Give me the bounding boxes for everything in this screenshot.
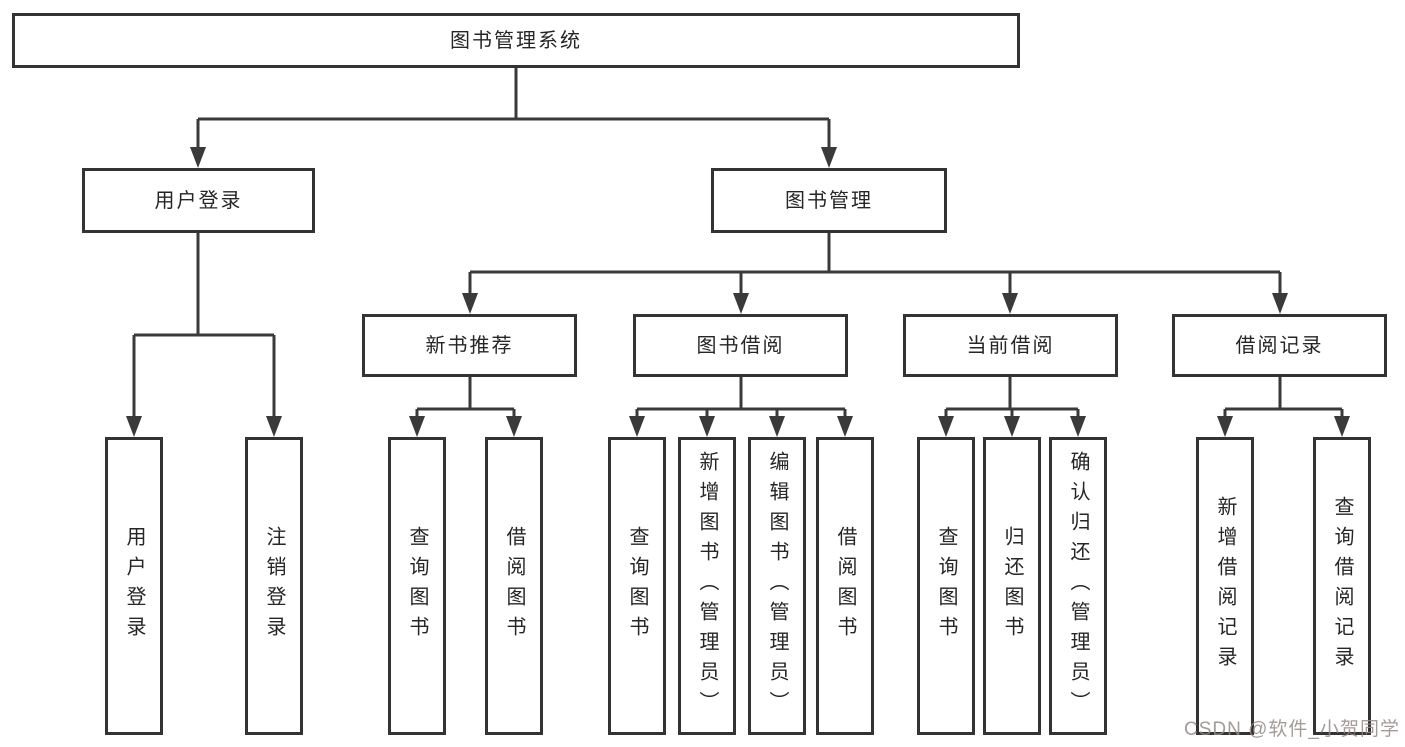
leaf-user-login-label: 用户登录 — [123, 526, 145, 646]
node-root: 图书管理系统 — [12, 13, 1020, 68]
leaf-borrow-books-recommend-label: 借阅图书 — [503, 526, 525, 646]
leaf-logout: 注销登录 — [245, 437, 303, 735]
node-user-login: 用户登录 — [82, 168, 315, 233]
leaf-user-login: 用户登录 — [105, 437, 163, 735]
leaf-add-borrow-record-label: 新增借阅记录 — [1214, 496, 1236, 676]
leaf-query-books-recommend-label: 查询图书 — [406, 526, 428, 646]
node-borrowing-records: 借阅记录 — [1172, 314, 1387, 377]
leaf-borrow-books-recommend: 借阅图书 — [485, 437, 543, 735]
leaf-query-books-recommend: 查询图书 — [388, 437, 446, 735]
leaf-query-books-current: 查询图书 — [917, 437, 975, 735]
leaf-edit-books-admin: 编辑图书（管理员） — [748, 437, 806, 735]
leaf-return-books-label: 归还图书 — [1001, 526, 1023, 646]
leaf-confirm-return-admin: 确认归还（管理员） — [1049, 437, 1107, 735]
leaf-return-books: 归还图书 — [983, 437, 1041, 735]
node-book-borrowing-label: 图书借阅 — [696, 334, 785, 357]
watermark: CSDN @软件_小贺同学 — [1184, 719, 1400, 740]
node-book-borrowing: 图书借阅 — [633, 314, 848, 377]
node-user-login-label: 用户登录 — [154, 189, 243, 212]
leaf-query-borrow-record: 查询借阅记录 — [1313, 437, 1371, 735]
node-book-management: 图书管理 — [711, 168, 947, 233]
leaf-query-borrow-record-label: 查询借阅记录 — [1331, 496, 1353, 676]
leaf-borrow-books-label: 借阅图书 — [834, 526, 856, 646]
leaf-edit-books-admin-label: 编辑图书（管理员） — [766, 451, 788, 721]
node-new-book-recommend: 新书推荐 — [362, 314, 577, 377]
node-borrowing-records-label: 借阅记录 — [1235, 334, 1324, 357]
leaf-query-books-current-label: 查询图书 — [935, 526, 957, 646]
leaf-query-books-borrowing: 查询图书 — [608, 437, 666, 735]
node-root-label: 图书管理系统 — [450, 29, 582, 52]
leaf-borrow-books: 借阅图书 — [816, 437, 874, 735]
node-current-borrowing-label: 当前借阅 — [966, 334, 1055, 357]
node-new-book-recommend-label: 新书推荐 — [425, 334, 514, 357]
leaf-add-borrow-record: 新增借阅记录 — [1196, 437, 1254, 735]
leaf-add-books-admin-label: 新增图书（管理员） — [696, 451, 718, 721]
leaf-logout-label: 注销登录 — [263, 526, 285, 646]
leaf-add-books-admin: 新增图书（管理员） — [678, 437, 736, 735]
node-current-borrowing: 当前借阅 — [903, 314, 1118, 377]
node-book-management-label: 图书管理 — [785, 189, 873, 212]
leaf-query-books-borrowing-label: 查询图书 — [626, 526, 648, 646]
leaf-confirm-return-admin-label: 确认归还（管理员） — [1067, 451, 1089, 721]
